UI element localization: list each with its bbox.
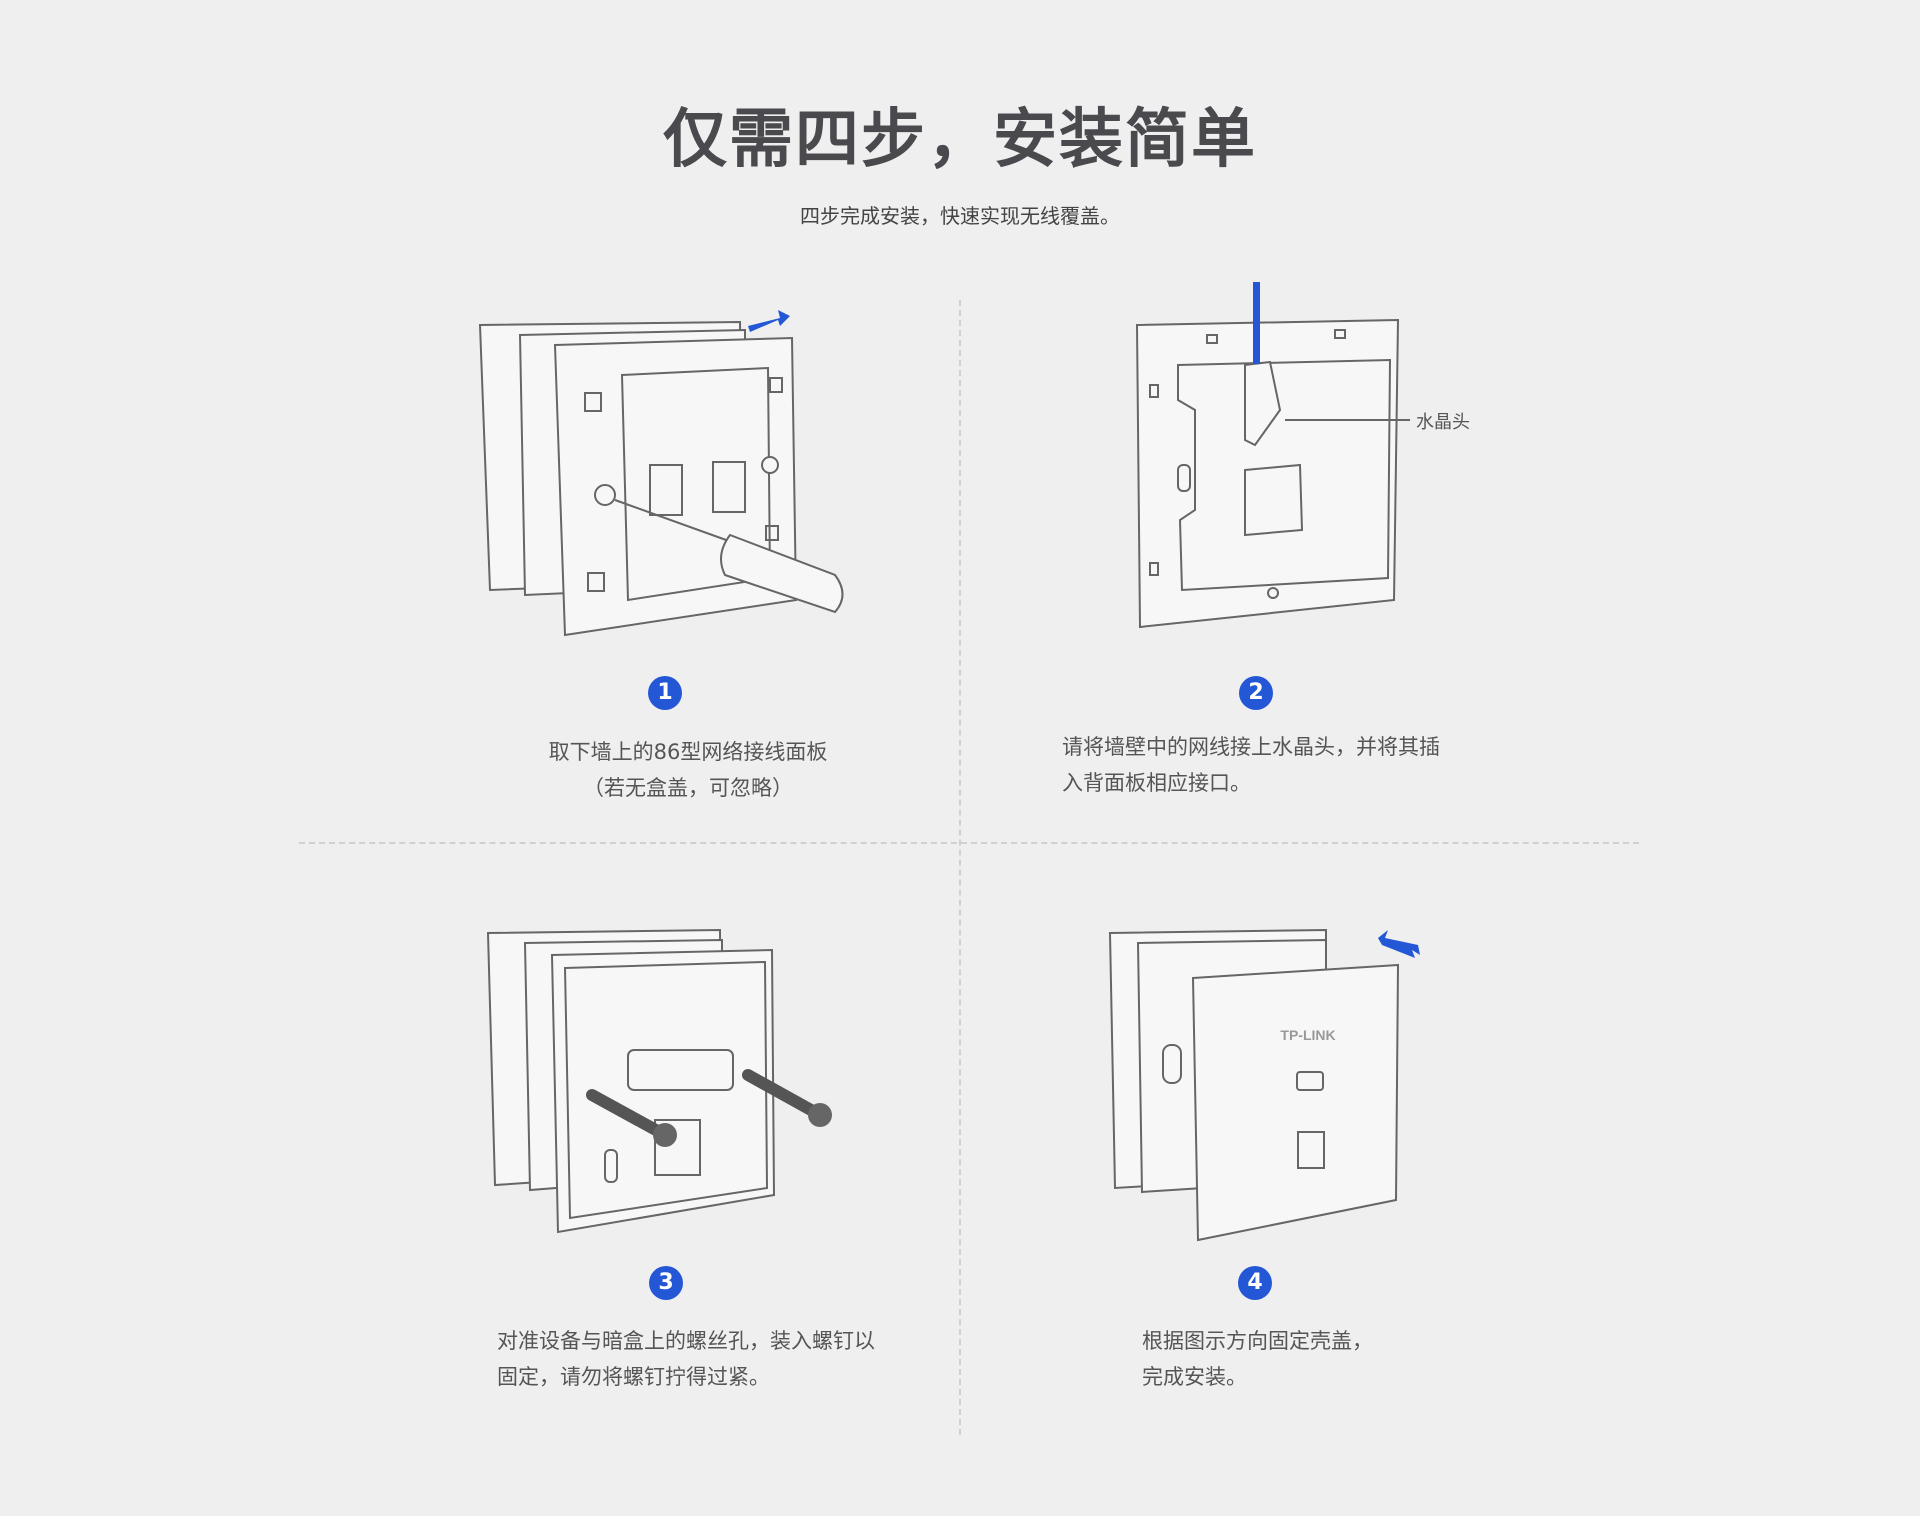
page-subtitle: 四步完成安装，快速实现无线覆盖。: [800, 204, 1120, 228]
step-4-line-2: 完成安装。: [1142, 1365, 1247, 1389]
step-badge-2: 2: [1239, 676, 1273, 710]
step-4-line-1: 根据图示方向固定壳盖，: [1142, 1329, 1373, 1353]
rj45-callout-label: 水晶头: [1416, 412, 1470, 433]
arrow-icon: [1378, 930, 1420, 958]
step-badge-1: 1: [648, 676, 682, 710]
step-badge-3: 3: [649, 1266, 683, 1300]
vertical-divider: [959, 300, 961, 1435]
step-1-line-2: （若无盒盖，可忽略）: [583, 776, 793, 800]
step4-illustration: TP-LINK: [1108, 928, 1420, 1242]
step-3-line-1: 对准设备与暗盒上的螺丝孔，装入螺钉以: [497, 1329, 875, 1353]
step-2-line-1: 请将墙壁中的网线接上水晶头，并将其插: [1062, 735, 1440, 759]
tp-link-logo: TP-LINK: [1280, 1027, 1335, 1043]
step-3-description: 对准设备与暗盒上的螺丝孔，装入螺钉以 固定，请勿将螺钉拧得过紧。: [497, 1323, 937, 1395]
step1-illustration: [478, 310, 844, 637]
step3-illustration: [486, 928, 832, 1234]
step-badge-4: 4: [1238, 1266, 1272, 1300]
cable-icon: [1253, 282, 1260, 364]
arrow-icon: [748, 310, 790, 332]
horizontal-divider: [299, 842, 1639, 844]
step-4-description: 根据图示方向固定壳盖， 完成安装。: [1142, 1323, 1462, 1395]
step-2-line-2: 入背面板相应接口。: [1062, 771, 1251, 795]
step-3-line-2: 固定，请勿将螺钉拧得过紧。: [497, 1365, 770, 1389]
step-2-description: 请将墙壁中的网线接上水晶头，并将其插 入背面板相应接口。: [1062, 729, 1502, 801]
step-1-description: 取下墙上的86型网络接线面板 （若无盒盖，可忽略）: [488, 734, 888, 806]
step2-illustration: [1135, 282, 1410, 629]
page-title: 仅需四步，安装简单: [663, 103, 1257, 177]
step-1-line-1: 取下墙上的86型网络接线面板: [548, 740, 828, 764]
